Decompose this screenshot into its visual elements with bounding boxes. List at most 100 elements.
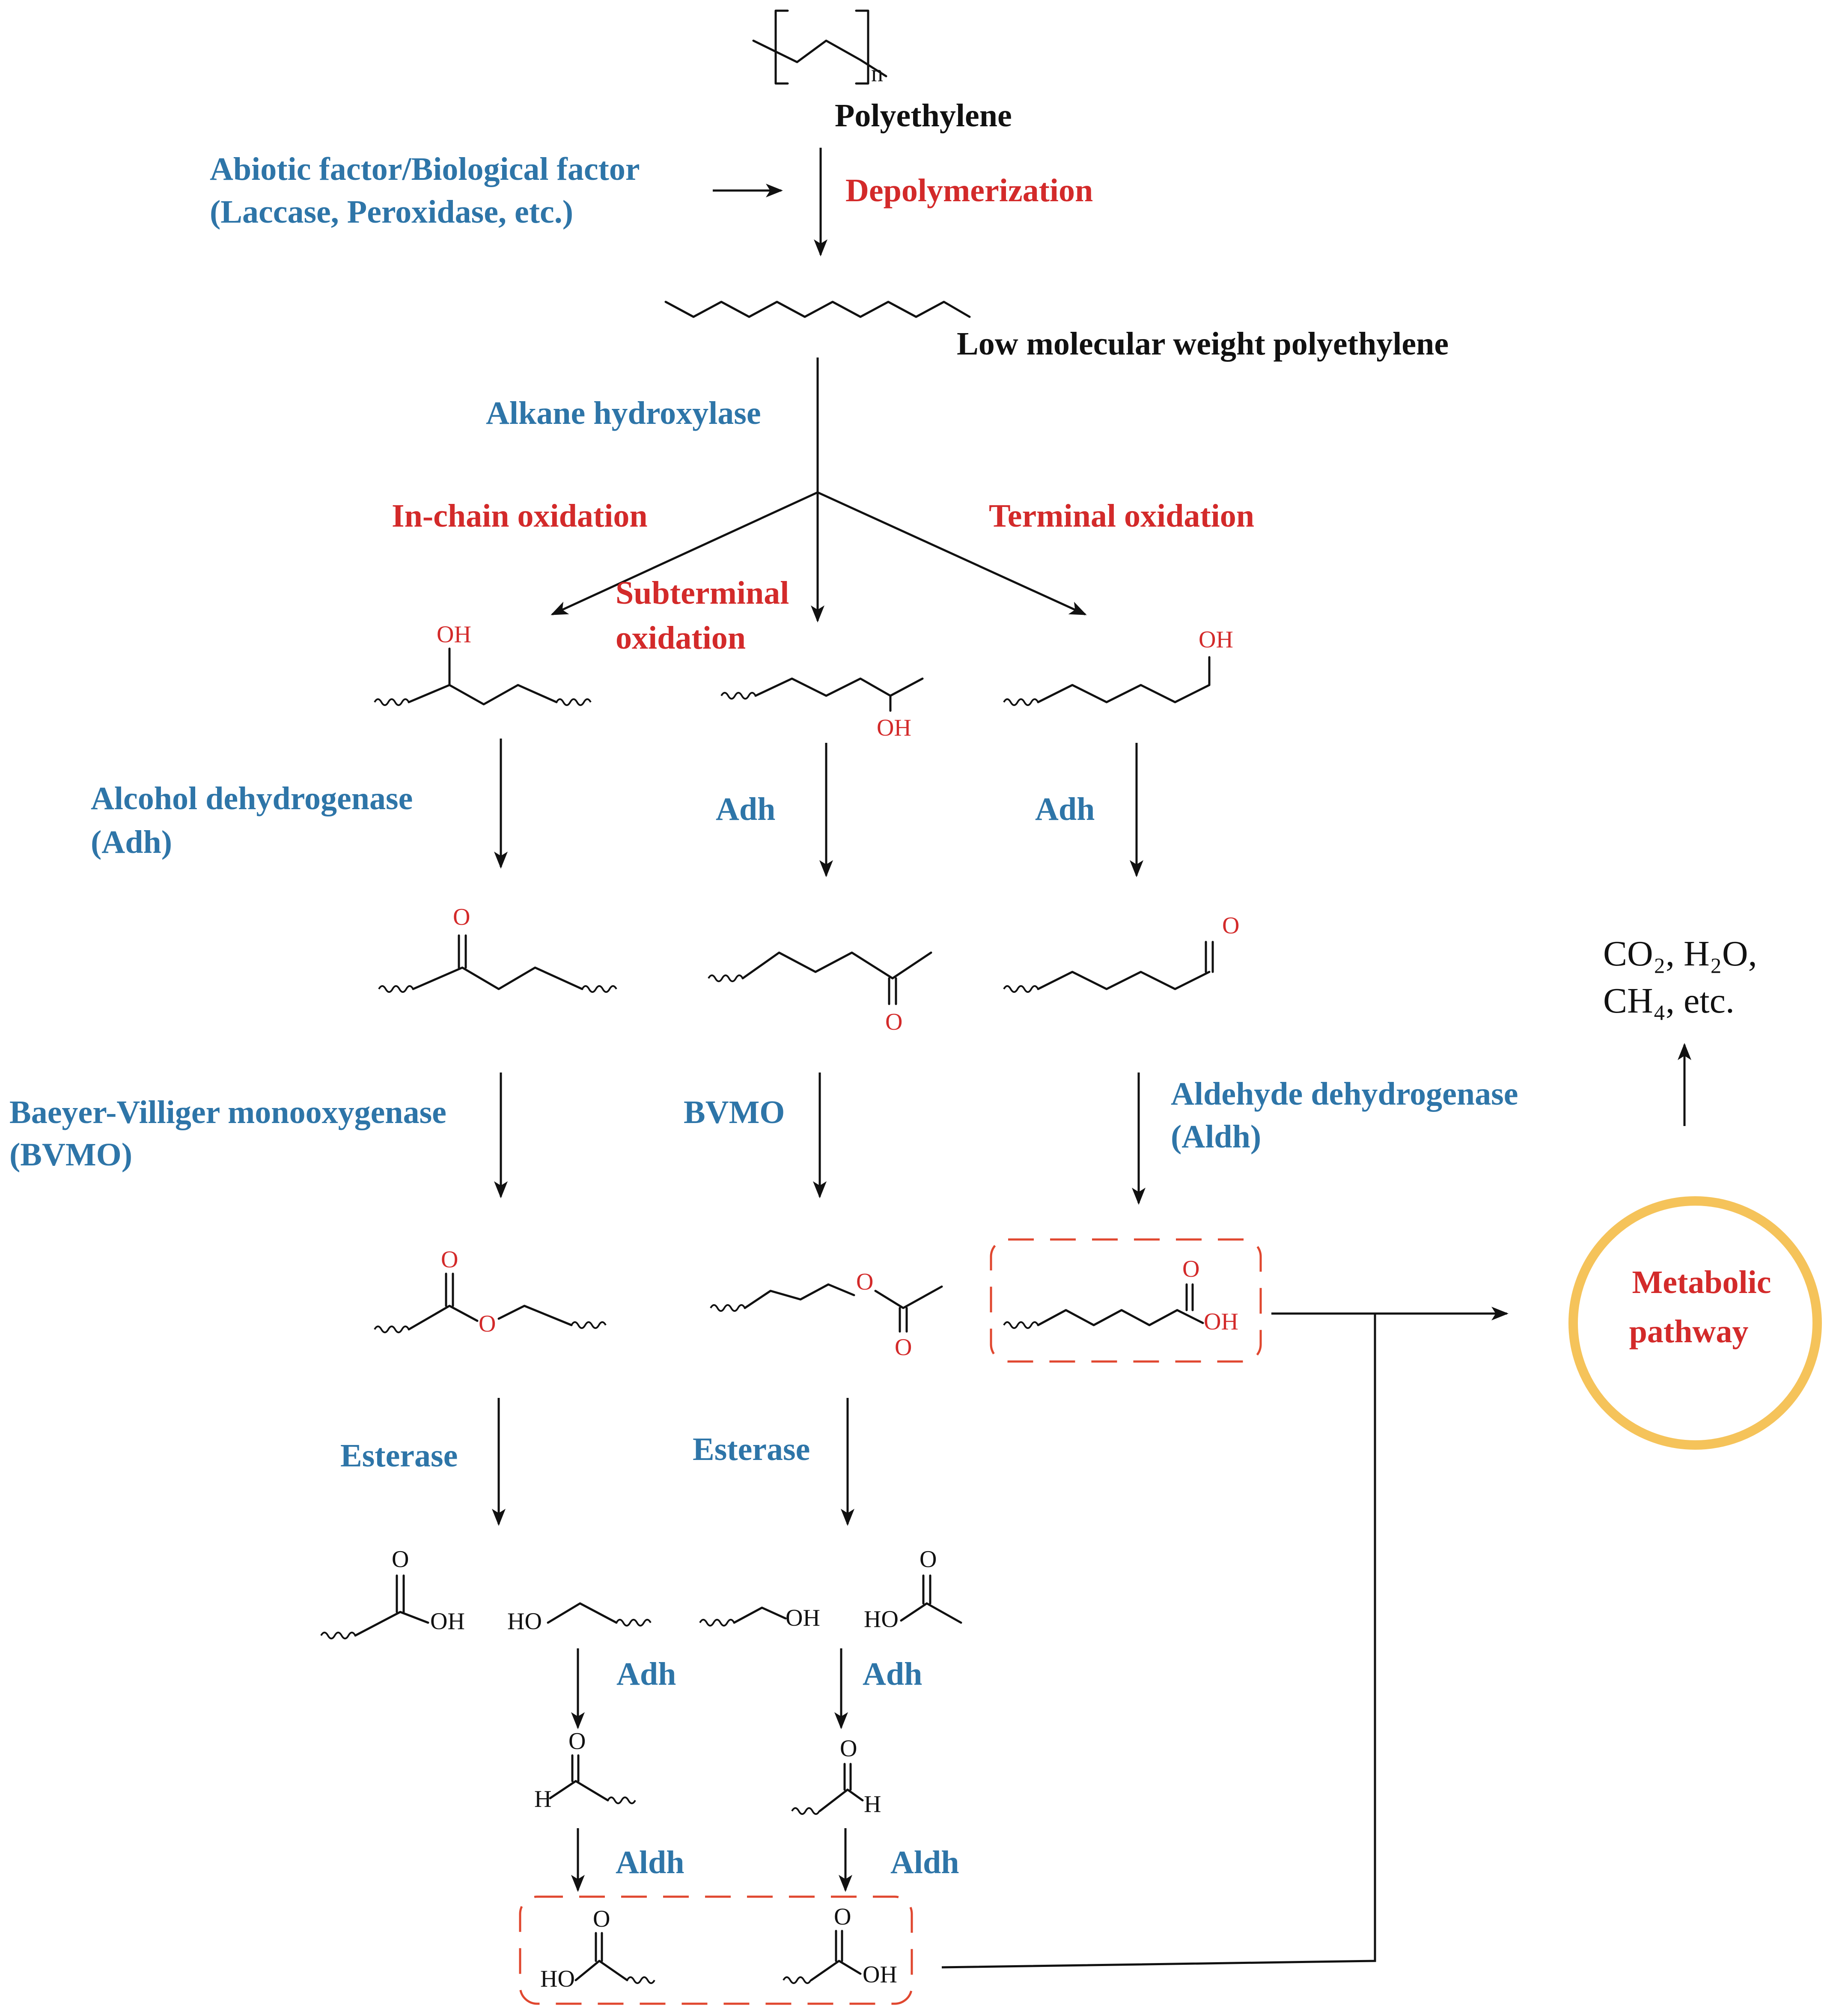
o-atom: O — [453, 904, 470, 930]
o-atom: O — [856, 1269, 873, 1295]
bvmo-full-label-2: (BVMO) — [9, 1137, 132, 1173]
in-chain-alcohol-product: HO — [507, 1602, 652, 1635]
acid-chain — [1037, 1309, 1178, 1326]
terminal-oxidation-label: Terminal oxidation — [989, 498, 1254, 534]
pe-bracket-right — [855, 9, 869, 85]
terminal-aldehyde: O — [1003, 912, 1239, 993]
metabolic-pathway-label-1: Metabolic — [1632, 1264, 1771, 1300]
ester-chain — [744, 1283, 855, 1309]
lower-left-aldehyde: H O — [534, 1728, 636, 1812]
wavy-bond — [791, 1807, 820, 1815]
subterminal-alcohol: OH — [720, 677, 924, 741]
low-mw-pe-chain — [664, 301, 971, 318]
adh-label-lower-left: Adh — [616, 1656, 676, 1692]
in-chain-arrow — [551, 491, 818, 616]
o-atom: O — [834, 1904, 851, 1930]
alcohol-chain — [547, 1602, 618, 1624]
subterminal-alcohol-product: OH — [699, 1605, 820, 1631]
acid-bond — [1176, 1309, 1204, 1324]
aldh-label-lower-left: Aldh — [616, 1844, 684, 1880]
bvmo-label-subterminal: BVMO — [684, 1094, 785, 1130]
acid-chain — [810, 1960, 862, 1981]
lower-right-acid: O OH — [783, 1904, 897, 1988]
wavy-bond — [571, 1321, 607, 1329]
terminal-fatty-acid: O OH — [1003, 1256, 1238, 1335]
alkane-hydroxylase-label: Alkane hydroxylase — [486, 395, 761, 431]
acid-chain — [900, 1602, 962, 1624]
ester-chain — [874, 1285, 943, 1309]
metabolic-pathway-circle — [1568, 1196, 1822, 1450]
wavy-bond — [378, 985, 414, 993]
o-atom: O — [920, 1546, 937, 1573]
acid-chain — [354, 1611, 429, 1637]
pe-repeat-n: n — [871, 60, 883, 87]
h-atom: H — [864, 1791, 881, 1817]
ho-atom: HO — [864, 1606, 899, 1633]
depolymerization-label: Depolymerization — [845, 173, 1093, 209]
abiotic-factor-label-2: (Laccase, Peroxidase, etc.) — [210, 194, 573, 230]
alcohol-chain — [754, 677, 924, 697]
aldh-full-label-1: Aldehyde dehydrogenase — [1171, 1076, 1518, 1112]
wavy-bond — [374, 1326, 410, 1333]
h-atom: H — [534, 1786, 551, 1812]
o-atom: O — [1222, 912, 1239, 939]
wavy-bond — [783, 1976, 812, 1984]
in-chain-ketone: O — [378, 904, 617, 993]
acid-chain — [574, 1960, 628, 1981]
ho-atom: HO — [540, 1966, 575, 1992]
o-atom: O — [593, 1906, 610, 1932]
wavy-bond — [708, 974, 744, 982]
subterminal-ketone: O — [708, 951, 932, 1035]
terminal-arrow — [817, 491, 1087, 616]
adh-label-subterminal: Adh — [716, 791, 775, 827]
oh-atom: OH — [1199, 626, 1233, 653]
polyethylene-structure: n — [752, 9, 887, 87]
o-atom: O — [441, 1246, 458, 1273]
terminal-alcohol: OH — [1003, 626, 1233, 706]
polyethylene-label: Polyethylene — [835, 98, 1012, 134]
subterminal-label-2: oxidation — [616, 620, 746, 656]
subterminal-label-1: Subterminal — [616, 575, 789, 611]
adh-label-terminal: Adh — [1035, 791, 1095, 827]
acetic-acid-product: HO O — [864, 1546, 962, 1633]
oh-atom: OH — [877, 715, 911, 741]
subterminal-ester: O O — [710, 1269, 943, 1361]
metabolic-pathway-label-2: pathway — [1629, 1314, 1749, 1350]
esterase-label-in-chain: Esterase — [340, 1438, 458, 1474]
pe-backbone — [752, 39, 887, 77]
wavy-bond — [1003, 698, 1039, 706]
ketone-chain — [412, 966, 583, 990]
o-atom: O — [1182, 1256, 1199, 1282]
ho-atom: HO — [507, 1608, 542, 1635]
adh-label-lower-right: Adh — [863, 1656, 922, 1692]
ketone-chain — [741, 951, 932, 980]
oh-atom: OH — [1204, 1308, 1238, 1335]
products-label-1: CO₂, H₂O, — [1603, 934, 1757, 974]
aldh-full-label-2: (Aldh) — [1171, 1119, 1261, 1155]
in-chain-ester: O O — [374, 1246, 607, 1337]
products-label-2: CH₄, etc. — [1603, 981, 1735, 1021]
ester-chain — [497, 1305, 573, 1326]
lower-acids-box — [519, 1895, 913, 2005]
aldehyde-chain — [818, 1788, 864, 1812]
wavy-bond — [710, 1304, 746, 1312]
ester-chain — [408, 1305, 479, 1331]
o-atom: O — [840, 1735, 857, 1762]
o-atom: O — [895, 1334, 912, 1361]
lower-right-aldehyde: O H — [791, 1735, 881, 1817]
oh-atom: OH — [437, 621, 471, 648]
alcohol-chain — [408, 684, 558, 706]
lower-left-acid: HO O — [540, 1906, 655, 1992]
wavy-bond — [1003, 1321, 1039, 1329]
wavy-bond — [626, 1976, 655, 1984]
fatty-acid-box — [990, 1238, 1262, 1363]
o-atom: O — [392, 1546, 409, 1573]
wavy-bond — [374, 698, 410, 706]
pe-bracket-left — [774, 9, 789, 85]
wavy-bond — [607, 1796, 636, 1804]
low-mw-pe-label: Low molecular weight polyethylene — [957, 326, 1449, 362]
bvmo-full-label-1: Baeyer-Villiger monooxygenase — [9, 1094, 446, 1130]
wavy-bond — [616, 1619, 652, 1627]
